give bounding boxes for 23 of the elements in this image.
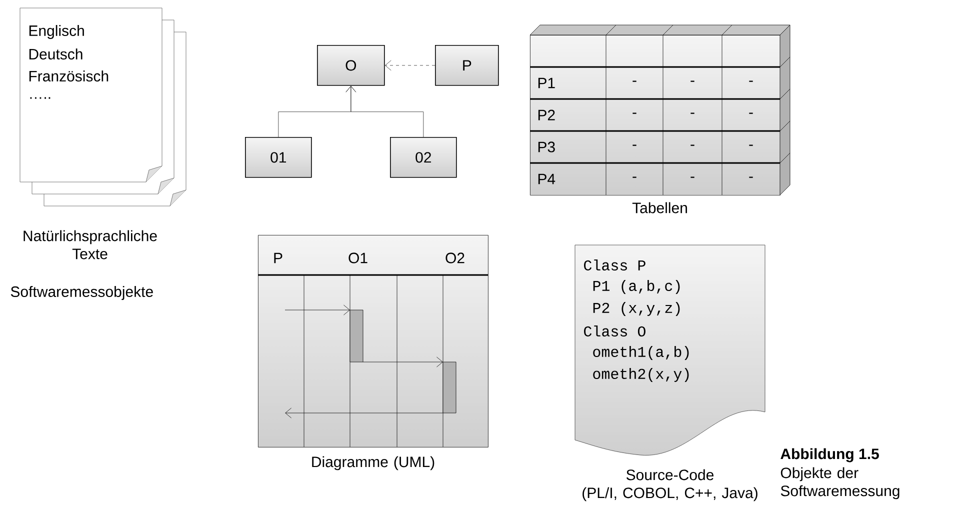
code-line: ometh2(x,y) <box>593 368 689 382</box>
class-box: O <box>317 45 385 86</box>
class-box: 02 <box>390 137 457 178</box>
class-box: P <box>435 45 499 86</box>
code-line: P1 (a,b,c) <box>593 280 680 294</box>
lifeline-label: O1 <box>348 252 368 264</box>
lifeline-label: O2 <box>446 252 464 264</box>
figure-title: Abbildung 1.5 <box>780 448 879 462</box>
caption-text: (PL/I, COBOL, C++, Java) <box>582 487 758 502</box>
caption-text: Source-Code <box>626 469 714 480</box>
caption-text: Tabellen <box>632 202 687 214</box>
figure-caption: Objekte der Softwaremessung <box>780 467 900 500</box>
class-box: 01 <box>245 137 312 178</box>
caption-text: Diagramme (UML) <box>312 456 434 470</box>
arrow <box>384 60 436 71</box>
label-text: Softwaremessobjekte <box>10 286 153 300</box>
lifeline-label: P <box>274 252 282 264</box>
code-line: Class O <box>584 325 646 336</box>
code-line: ometh1(a,b) <box>593 346 689 360</box>
code-line: Class P <box>584 260 646 270</box>
arrow <box>346 86 424 138</box>
code-line: P2 (x,y,z) <box>593 302 680 316</box>
caption-text: Natürlichsprachliche Texte <box>24 230 157 260</box>
